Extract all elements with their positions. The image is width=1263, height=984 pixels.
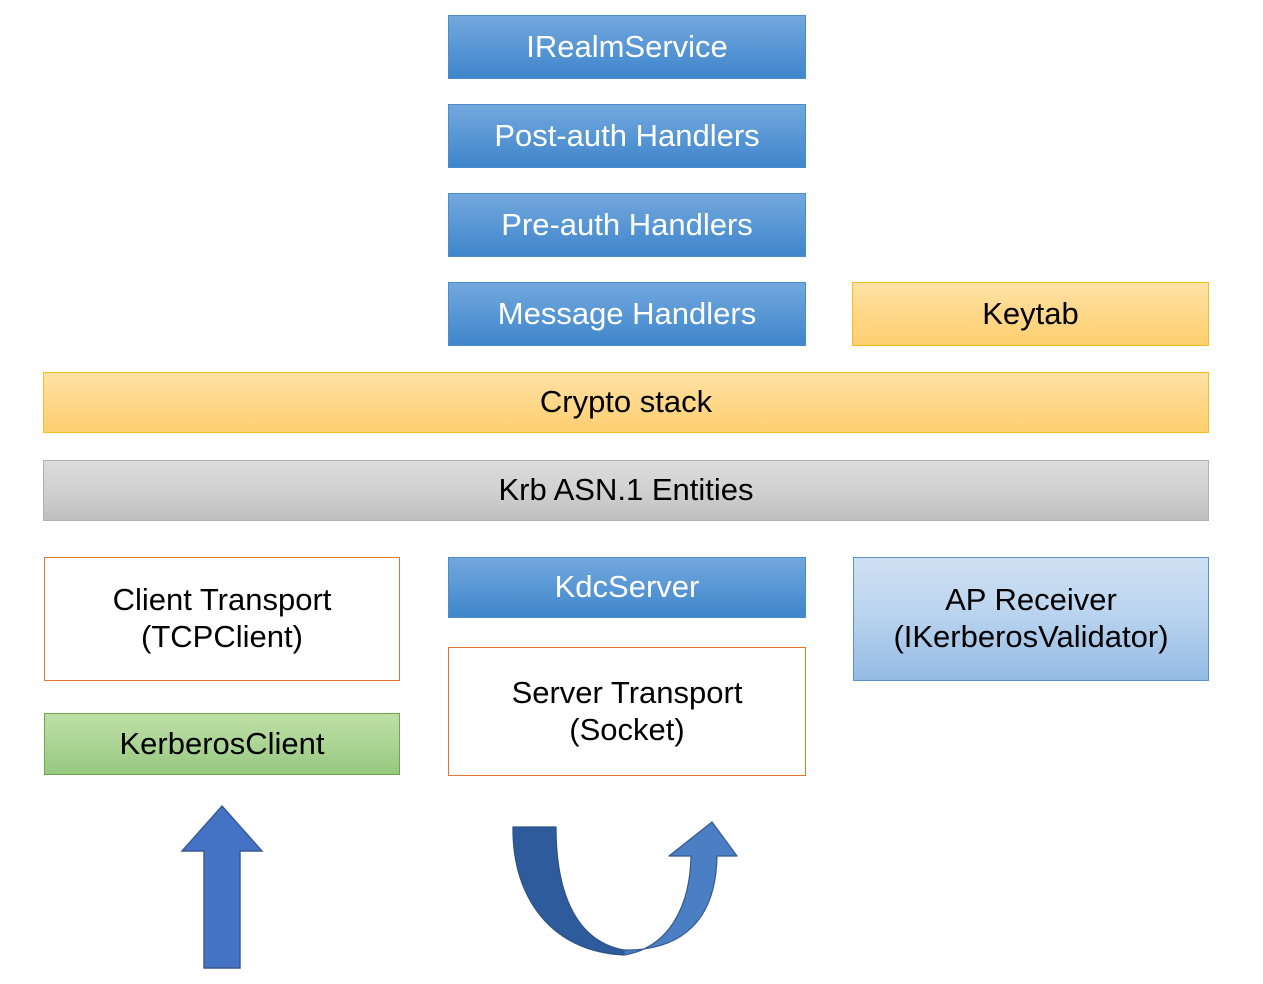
box-server-transport[interactable]: Server Transport (Socket): [448, 647, 806, 776]
box-irealmservice[interactable]: IRealmService: [448, 15, 806, 79]
client-up-arrow: [180, 804, 264, 969]
box-kdcserver[interactable]: KdcServer: [448, 557, 806, 618]
box-crypto-stack[interactable]: Crypto stack: [43, 372, 1209, 433]
box-keytab[interactable]: Keytab: [852, 282, 1209, 346]
box-kerberos-client[interactable]: KerberosClient: [44, 713, 400, 775]
box-pre-auth-handlers[interactable]: Pre-auth Handlers: [448, 193, 806, 257]
server-uturn-arrow-right-stroke: [623, 821, 738, 956]
box-client-transport[interactable]: Client Transport (TCPClient): [44, 557, 400, 681]
box-ap-receiver[interactable]: AP Receiver (IKerberosValidator): [853, 557, 1209, 681]
box-post-auth-handlers[interactable]: Post-auth Handlers: [448, 104, 806, 168]
box-krb-asn1-entities[interactable]: Krb ASN.1 Entities: [43, 460, 1209, 521]
box-message-handlers[interactable]: Message Handlers: [448, 282, 806, 346]
server-uturn-arrow-left-stroke: [512, 826, 625, 956]
